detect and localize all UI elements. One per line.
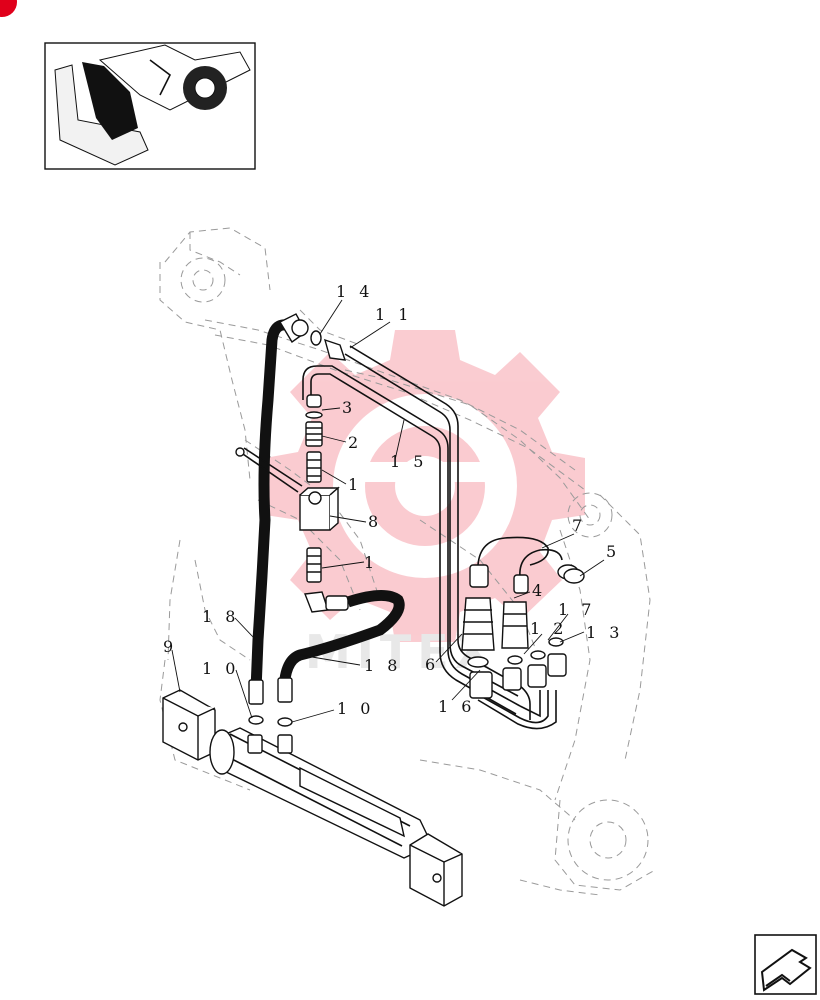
callout-17: 1 7 [558, 600, 595, 619]
callout-14: 1 4 [336, 282, 373, 301]
callout-15: 1 5 [390, 452, 427, 471]
callout-11: 1 1 [375, 305, 412, 324]
elbow-fitting-top [279, 313, 347, 361]
hose-18-left [250, 319, 298, 691]
quick-couplings [461, 536, 585, 699]
callout-10-left: 1 0 [202, 659, 239, 678]
next-page-arrow-icon[interactable] [754, 934, 817, 995]
callout-18-upper: 1 8 [202, 607, 239, 626]
callout-2: 2 [348, 433, 362, 452]
callout-5: 5 [606, 542, 620, 561]
callout-7: 7 [572, 516, 586, 535]
hose-18-right [278, 590, 405, 691]
callout-labels: 1 4 1 1 3 2 1 5 1 8 1 7 5 4 1 7 1 2 1 3 … [163, 282, 623, 718]
callout-3: 3 [342, 398, 356, 417]
machine-frame-ghost [159, 227, 656, 896]
callout-13: 1 3 [586, 623, 623, 642]
watermark-text: MITEX [305, 625, 496, 679]
loader-thumbnail [44, 42, 256, 170]
callout-12: 1 2 [530, 619, 567, 638]
callout-18-lower: 1 8 [364, 656, 401, 675]
callout-10-right: 1 0 [337, 699, 374, 718]
callout-6: 6 [425, 655, 439, 674]
callout-1-lower: 1 [364, 553, 378, 572]
rigid-pipe-15 [302, 365, 521, 715]
callout-8: 8 [368, 512, 382, 531]
leader-lines [171, 299, 605, 723]
callout-4: 4 [532, 581, 546, 600]
rigid-pipe-lower [469, 689, 557, 730]
rigid-pipe-11 [344, 345, 531, 720]
hydraulic-cylinder [162, 689, 463, 907]
corner-badge-icon [0, 0, 17, 17]
hose-end-fittings [248, 677, 293, 727]
fitting-stack [235, 394, 340, 583]
callout-16: 1 6 [438, 697, 475, 716]
callout-1-upper: 1 [348, 475, 362, 494]
callout-9: 9 [163, 637, 177, 656]
